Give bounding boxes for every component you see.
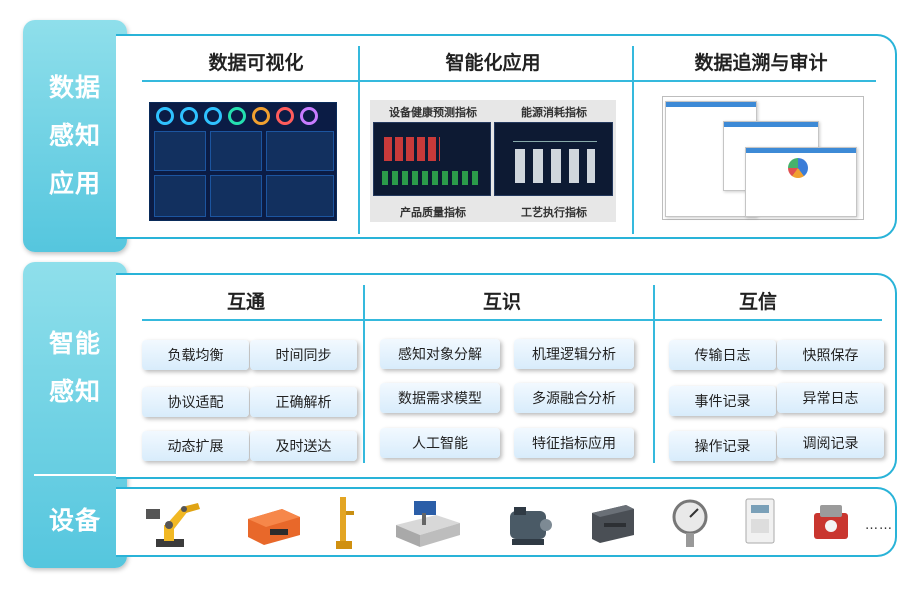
chip-multi-source-fusion: 多源融合分析 <box>514 383 634 413</box>
group-divider <box>363 285 365 463</box>
group-title-intertrust: 互信 <box>738 291 777 313</box>
group-divider <box>653 285 655 463</box>
chip-exception-log: 异常日志 <box>777 383 884 413</box>
dashboard-tile <box>154 131 206 171</box>
sidebar-label-line-3: 应用 <box>48 169 101 198</box>
flow-line <box>513 141 597 142</box>
cnc-machine-icon <box>392 495 464 551</box>
chip-event-record: 事件记录 <box>669 386 776 416</box>
gauge-icon <box>300 107 318 125</box>
chip-artificial-intelligence: 人工智能 <box>380 428 500 458</box>
chip-correct-parsing: 正确解析 <box>250 387 357 417</box>
dashboard-tile <box>266 175 334 217</box>
chip-object-decomposition: 感知对象分解 <box>380 339 500 369</box>
column-divider <box>358 46 360 234</box>
sidebar-label-devices: 设备 <box>48 506 101 535</box>
energy-meter-icon <box>742 495 778 551</box>
energy-consumption-pane <box>494 122 613 196</box>
chip-operation-record: 操作记录 <box>669 431 776 461</box>
column-divider <box>632 46 634 234</box>
chip-time-sync: 时间同步 <box>250 340 357 370</box>
header-underline <box>142 319 882 321</box>
robot-arm-icon <box>142 495 206 551</box>
group-title-interconnect: 互通 <box>226 291 265 313</box>
intelligent-apps-image: 设备健康预测指标 能源消耗指标 产品质量指标 工艺执行指标 <box>370 100 616 222</box>
dashboard-tile <box>210 131 262 171</box>
process-nodes <box>515 149 595 183</box>
sensor-module-icon <box>810 495 852 551</box>
gauge-icon <box>180 107 198 125</box>
chip-dynamic-scaling: 动态扩展 <box>142 431 249 461</box>
chip-timely-delivery: 及时送达 <box>250 431 357 461</box>
header-underline <box>142 80 876 82</box>
sidebar-label-line-2: 感知 <box>48 121 101 150</box>
chip-snapshot-save: 快照保存 <box>777 340 884 370</box>
gauge-icon <box>156 107 174 125</box>
sidebar-intelligent-perception: 智能 感知 设备 <box>23 262 127 568</box>
pie-chart-icon <box>788 158 808 178</box>
app-window <box>745 147 857 217</box>
agv-icon <box>242 495 306 551</box>
plc-module-icon <box>586 495 638 551</box>
equipment-health-pane <box>373 122 491 196</box>
motor-icon <box>500 495 556 551</box>
column-title-traceability-audit: 数据追溯与审计 <box>694 52 828 74</box>
gauge-icon <box>228 107 246 125</box>
sidebar-label-line-1: 数据 <box>48 73 101 102</box>
pressure-gauge-icon <box>670 495 710 551</box>
more-devices-ellipsis: …… <box>865 518 893 533</box>
sidebar-label-line-1: 智能 <box>48 329 101 358</box>
app-window <box>665 101 757 217</box>
label-product-quality: 产品质量指标 <box>400 206 466 219</box>
column-title-visualization: 数据可视化 <box>208 52 304 74</box>
status-indicators <box>382 171 482 185</box>
label-energy-consumption: 能源消耗指标 <box>521 106 587 119</box>
gauge-icon <box>252 107 270 125</box>
sidebar-label-line-2: 感知 <box>48 377 101 406</box>
dashboard-tile <box>154 175 206 217</box>
chip-protocol-adaptation: 协议适配 <box>142 387 249 417</box>
sidebar-data-perception-application: 数据 感知 应用 <box>23 20 127 252</box>
applications-panel: 数据可视化 智能化应用 数据追溯与审计 设备健康预测指标 能源消耗指标 产品质量… <box>116 34 897 239</box>
machine-icons <box>384 137 440 161</box>
sidebar-divider <box>34 474 116 476</box>
chip-transmission-log: 传输日志 <box>669 340 776 370</box>
dashboard-tile <box>210 175 262 217</box>
audit-trace-image <box>662 96 864 220</box>
chip-mechanism-logic-analysis: 机理逻辑分析 <box>514 339 634 369</box>
column-title-intelligent-apps: 智能化应用 <box>445 52 541 74</box>
group-title-interrecognize: 互识 <box>482 291 521 313</box>
chip-load-balancing: 负载均衡 <box>142 340 249 370</box>
gauge-icon <box>276 107 294 125</box>
chip-data-requirement-model: 数据需求模型 <box>380 383 500 413</box>
visualization-dashboard-image <box>149 102 337 221</box>
signal-tower-icon <box>328 495 358 551</box>
dashboard-tile <box>266 131 334 171</box>
label-process-execution: 工艺执行指标 <box>521 206 587 219</box>
gauge-icon <box>204 107 222 125</box>
label-equipment-health: 设备健康预测指标 <box>389 106 477 119</box>
chip-access-record: 调阅记录 <box>777 428 884 458</box>
chip-feature-indicator-application: 特征指标应用 <box>514 428 634 458</box>
